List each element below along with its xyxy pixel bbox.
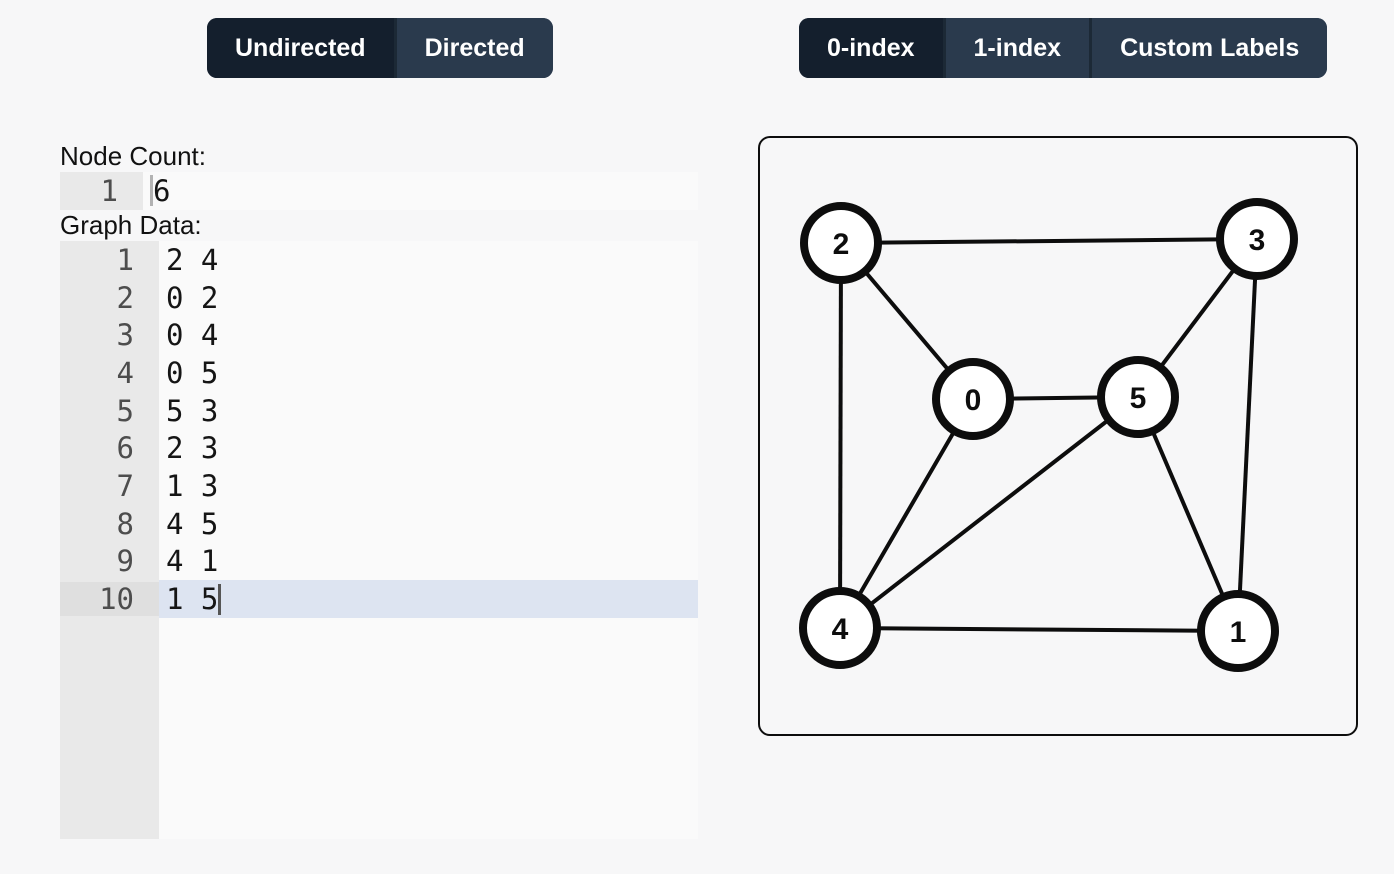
graph-canvas[interactable]: 0 1 2 3 4 5 bbox=[758, 136, 1358, 736]
line-content[interactable]: 0 5 bbox=[166, 355, 219, 390]
indexing-toggle-option-0-index[interactable]: 0-index bbox=[799, 18, 943, 78]
line-number: 5 bbox=[116, 393, 134, 428]
graph-edge-2-3 bbox=[840, 237, 1258, 245]
line-content[interactable]: 2 4 bbox=[166, 242, 219, 277]
node-circle[interactable] bbox=[799, 587, 881, 669]
line-number: 10 bbox=[60, 582, 159, 617]
line-number: 3 bbox=[116, 318, 134, 353]
line-content[interactable]: 6 bbox=[143, 172, 698, 210]
line-content[interactable]: 5 3 bbox=[166, 393, 219, 428]
editor-line[interactable]: 2 0 2 bbox=[60, 279, 698, 317]
line-content[interactable]: 2 3 bbox=[166, 431, 219, 466]
line-number: 9 bbox=[116, 544, 134, 579]
line-content[interactable]: 1 3 bbox=[166, 468, 219, 503]
line-number: 1 bbox=[100, 173, 118, 208]
editor-line[interactable]: 6 2 3 bbox=[60, 429, 698, 467]
line-number: 2 bbox=[116, 280, 134, 315]
graph-node-2[interactable]: 2 bbox=[800, 202, 882, 284]
line-number: 1 bbox=[116, 242, 134, 277]
editor-line[interactable]: 5 5 3 bbox=[60, 392, 698, 430]
editor-line[interactable]: 3 0 4 bbox=[60, 316, 698, 354]
text-cursor bbox=[218, 583, 222, 615]
direction-toggle-option-undirected[interactable]: Undirected bbox=[207, 18, 394, 78]
graph-node-1[interactable]: 1 bbox=[1197, 590, 1279, 672]
text-cursor bbox=[150, 175, 153, 207]
node-circle[interactable] bbox=[1216, 198, 1298, 280]
editor-line[interactable]: 4 0 5 bbox=[60, 354, 698, 392]
node-label: 5 bbox=[1130, 382, 1147, 415]
node-circle[interactable] bbox=[1097, 356, 1179, 438]
node-label: 2 bbox=[833, 228, 850, 261]
line-number: 6 bbox=[116, 431, 134, 466]
editor-line[interactable]: 7 1 3 bbox=[60, 467, 698, 505]
line-number-gutter bbox=[60, 241, 159, 839]
line-content[interactable]: 0 2 bbox=[166, 280, 219, 315]
graph-edge-0-4 bbox=[838, 397, 975, 630]
line-number: 8 bbox=[116, 506, 134, 541]
graph-data-label: Graph Data: bbox=[60, 210, 202, 240]
node-label: 0 bbox=[965, 384, 982, 417]
editor-line[interactable]: 1 2 4 bbox=[60, 241, 698, 279]
graph-edge-4-1 bbox=[839, 626, 1239, 633]
editor-line[interactable]: 8 4 5 bbox=[60, 505, 698, 543]
line-number-gutter bbox=[60, 172, 143, 210]
graph-node-5[interactable]: 5 bbox=[1097, 356, 1179, 438]
line-content[interactable]: 1 5 bbox=[159, 580, 698, 618]
line-number: 4 bbox=[116, 355, 134, 390]
graph-edge-2-4 bbox=[838, 242, 843, 629]
node-label: 4 bbox=[832, 613, 849, 646]
node-circle[interactable] bbox=[800, 202, 882, 284]
direction-toggle-option-directed[interactable]: Directed bbox=[393, 18, 553, 78]
line-content[interactable]: 4 5 bbox=[166, 506, 219, 541]
node-count-label: Node Count: bbox=[60, 141, 206, 171]
graph-svg: 0 1 2 3 4 5 bbox=[799, 198, 1298, 672]
graph-node-0[interactable]: 0 bbox=[932, 358, 1014, 440]
graph-edge-1-3 bbox=[1236, 238, 1259, 632]
node-label: 1 bbox=[1230, 616, 1247, 649]
graph-node-3[interactable]: 3 bbox=[1216, 198, 1298, 280]
line-content[interactable]: 4 1 bbox=[166, 544, 219, 579]
editor-line[interactable]: 9 4 1 bbox=[60, 543, 698, 581]
node-circle[interactable] bbox=[1197, 590, 1279, 672]
node-circle[interactable] bbox=[932, 358, 1014, 440]
indexing-toggle-option-custom-labels[interactable]: Custom Labels bbox=[1089, 18, 1328, 78]
line-content[interactable]: 0 4 bbox=[166, 318, 219, 353]
indexing-toggle-option-1-index[interactable]: 1-index bbox=[942, 18, 1090, 78]
graph-edge-1-5 bbox=[1136, 396, 1240, 632]
line-number: 7 bbox=[116, 468, 134, 503]
graph-node-4[interactable]: 4 bbox=[799, 587, 881, 669]
graph-edge-4-5 bbox=[838, 395, 1140, 630]
node-label: 3 bbox=[1249, 224, 1266, 257]
